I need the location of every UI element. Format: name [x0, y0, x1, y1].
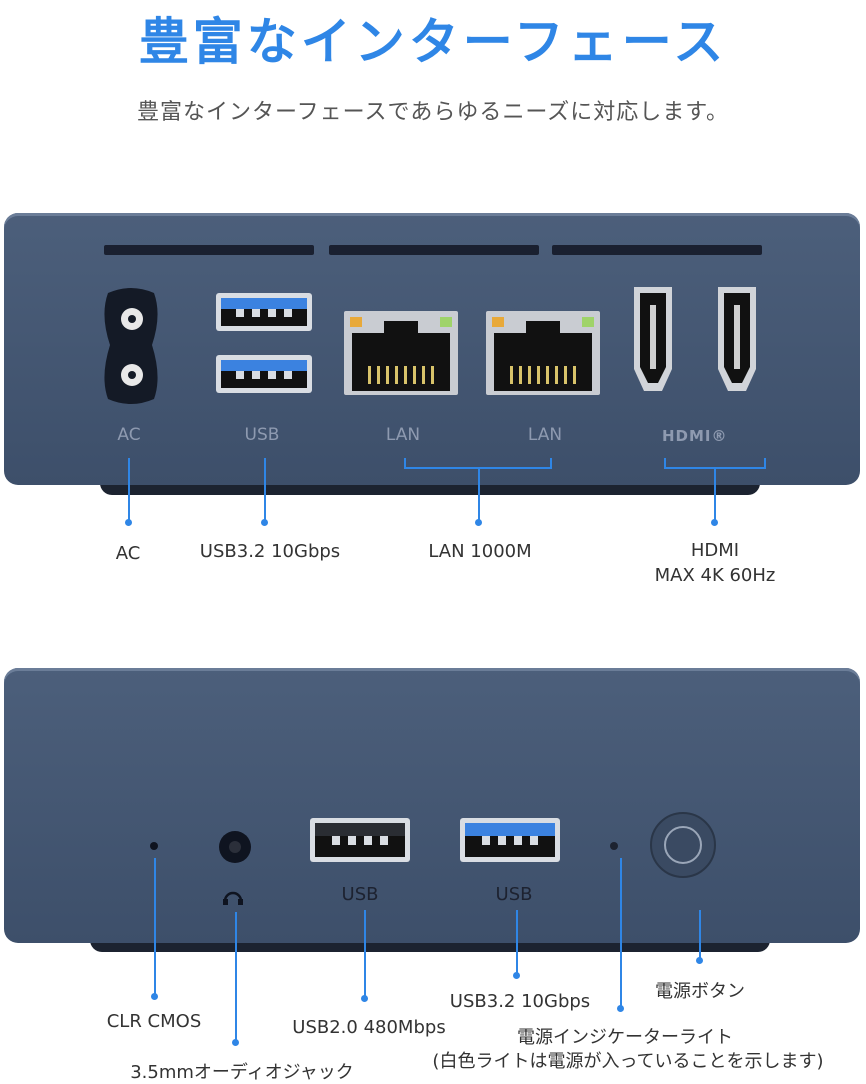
hdmi-callout-line1: HDMI	[690, 540, 740, 561]
usb3-callout: USB3.2 10Gbps	[449, 991, 591, 1012]
hdmi-connector-line	[714, 467, 716, 522]
power-button-connector-dot	[696, 957, 703, 964]
vent-slot	[552, 245, 762, 255]
page-subtitle: 豊富なインターフェースであらゆるニーズに対応します。	[136, 100, 730, 125]
usb-connector-line	[264, 458, 266, 522]
usb2-port-icon	[310, 818, 410, 862]
vent-slot	[104, 245, 314, 255]
usb3-port-icon	[216, 293, 312, 331]
indicator-connector-dot	[617, 1005, 624, 1012]
hdmi-logo: HDMI®	[662, 427, 728, 445]
usb3-port-icon	[216, 355, 312, 393]
back-panel-device: AC USB LAN LAN HDMI®	[4, 213, 860, 485]
clr-cmos-connector-line	[154, 858, 156, 996]
audio-jack-connector-dot	[232, 1039, 239, 1046]
lan-port-icon	[486, 311, 600, 395]
audio-jack-icon	[219, 831, 251, 863]
usb3-connector-dot	[513, 972, 520, 979]
usb2-connector-dot	[361, 995, 368, 1002]
power-indicator-light	[610, 842, 618, 850]
usb3-port-label: USB	[495, 884, 533, 905]
usb3-port-icon	[460, 818, 560, 862]
lan-port-icon	[344, 311, 458, 395]
usb2-connector-line	[364, 910, 366, 998]
power-button-callout: 電源ボタン	[655, 981, 745, 1002]
lan-port-label: LAN	[527, 425, 563, 445]
audio-jack-callout: 3.5mmオーディオジャック	[130, 1062, 354, 1083]
hdmi-connector-dot	[711, 519, 718, 526]
indicator-callout-line1: 電源インジケーターライト	[517, 1027, 733, 1048]
clr-cmos-callout: CLR CMOS	[106, 1011, 202, 1032]
clr-cmos-connector-dot	[151, 993, 158, 1000]
power-button[interactable]	[650, 812, 716, 878]
ac-connector-dot	[125, 519, 132, 526]
lan-connector-line	[478, 467, 480, 522]
vent-slot	[329, 245, 539, 255]
ac-connector-line	[128, 458, 130, 522]
indicator-callout-line2: (白色ライトは電源が入っていることを示します)	[432, 1051, 824, 1072]
hdmi-callout-line2: MAX 4K 60Hz	[654, 565, 776, 586]
usb-port-label: USB	[244, 425, 280, 445]
lan-callout: LAN 1000M	[428, 541, 532, 562]
usb2-port-label: USB	[341, 884, 379, 905]
lan-connector-dot	[475, 519, 482, 526]
ac-callout: AC	[115, 543, 141, 564]
hdmi-port-icon	[718, 287, 756, 391]
usb2-callout: USB2.0 480Mbps	[292, 1017, 446, 1038]
headset-icon	[223, 891, 243, 905]
usb-connector-dot	[261, 519, 268, 526]
clr-cmos-hole[interactable]	[150, 842, 158, 850]
usb-callout: USB3.2 10Gbps	[199, 541, 341, 562]
ac-power-port-icon	[104, 288, 158, 404]
power-button-connector-line	[699, 910, 701, 960]
page-title: 豊富なインターフェース	[138, 13, 728, 71]
ac-port-label: AC	[117, 425, 141, 445]
front-panel-device: USB USB	[4, 668, 860, 943]
hdmi-port-icon	[634, 287, 672, 391]
lan-port-label: LAN	[385, 425, 421, 445]
indicator-connector-line	[620, 858, 622, 1008]
usb3-connector-line	[516, 910, 518, 975]
audio-jack-connector-line	[235, 912, 237, 1042]
